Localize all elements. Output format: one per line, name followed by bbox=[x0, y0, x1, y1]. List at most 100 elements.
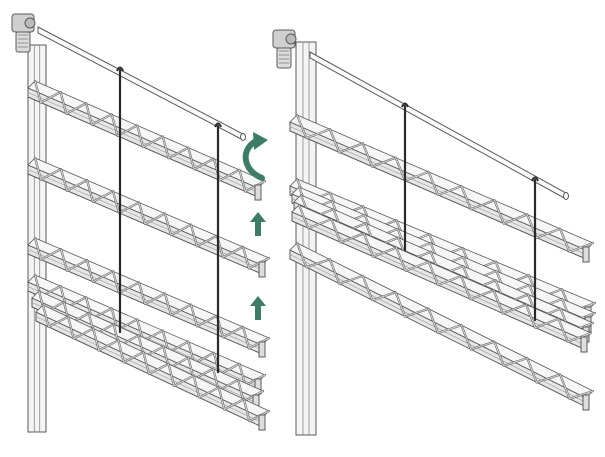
brace-highlight bbox=[91, 113, 113, 126]
chord-line bbox=[27, 92, 259, 193]
brace-highlight bbox=[437, 185, 462, 196]
brace-highlight bbox=[60, 168, 68, 192]
brace-highlight bbox=[168, 147, 189, 159]
brace-highlight bbox=[238, 363, 246, 386]
up-arrow-icon bbox=[250, 296, 266, 320]
left-assembly-expanded bbox=[11, 13, 271, 433]
brace-highlight bbox=[536, 228, 561, 239]
brace-highlight bbox=[460, 185, 472, 210]
brace-highlight bbox=[60, 91, 67, 115]
brace-highlight bbox=[372, 247, 397, 258]
truss-top-face bbox=[31, 290, 264, 399]
brace-highlight bbox=[118, 201, 140, 214]
chord-line bbox=[291, 216, 585, 345]
up-arrow-icon bbox=[250, 212, 266, 236]
brace-highlight bbox=[569, 242, 594, 253]
brace-highlight bbox=[338, 142, 364, 153]
brace-highlight bbox=[469, 289, 495, 300]
brace-highlight bbox=[117, 339, 125, 363]
brace-highlight bbox=[219, 363, 240, 375]
truss-beam bbox=[27, 236, 271, 358]
brace-highlight bbox=[112, 190, 120, 214]
brace-highlight bbox=[363, 232, 374, 258]
strap-hook bbox=[116, 66, 124, 72]
brace-highlight bbox=[238, 169, 246, 192]
chord-line bbox=[35, 316, 263, 423]
truss-end-cap bbox=[254, 184, 262, 201]
brace-highlight bbox=[569, 390, 594, 400]
arrow-shaft bbox=[255, 304, 261, 320]
brace-highlight bbox=[502, 304, 527, 314]
brace-highlight bbox=[60, 248, 68, 272]
brace-highlight bbox=[525, 304, 536, 329]
brace-highlight bbox=[111, 113, 118, 137]
brace-highlight bbox=[503, 357, 528, 367]
brace-highlight bbox=[65, 102, 87, 115]
brace-highlight bbox=[503, 214, 528, 224]
brace-highlight bbox=[536, 374, 561, 383]
brace-highlight bbox=[243, 398, 250, 422]
brace-highlight bbox=[164, 213, 172, 236]
truss-end-cap bbox=[582, 394, 590, 411]
brace-highlight bbox=[362, 142, 373, 168]
brace-highlight bbox=[34, 80, 42, 104]
brace-highlight bbox=[34, 237, 42, 261]
truss-end-cap bbox=[258, 261, 266, 278]
truss-end-cap bbox=[258, 414, 266, 431]
brace-highlight bbox=[198, 386, 220, 399]
brace-highlight bbox=[437, 324, 462, 334]
brace-highlight bbox=[123, 351, 144, 363]
brace-highlight bbox=[437, 275, 462, 286]
brace-highlight bbox=[371, 291, 397, 301]
strap-hook bbox=[401, 102, 409, 108]
brace-highlight bbox=[534, 318, 560, 329]
motor-flange bbox=[285, 33, 297, 45]
brace-highlight bbox=[144, 293, 166, 305]
brace-highlight bbox=[559, 228, 571, 253]
rotate-arrow-head bbox=[253, 132, 268, 150]
brace-highlight bbox=[329, 128, 340, 153]
brace-highlight bbox=[404, 171, 430, 182]
truss-end-cap bbox=[582, 246, 590, 263]
brace-highlight bbox=[193, 158, 215, 170]
brace-highlight bbox=[136, 124, 144, 148]
brace-highlight bbox=[170, 224, 192, 236]
support-column bbox=[295, 41, 317, 436]
brace-highlight bbox=[395, 291, 406, 318]
brace-highlight bbox=[242, 326, 250, 349]
brace-highlight bbox=[222, 326, 244, 338]
brace-highlight bbox=[40, 91, 62, 104]
truss-beam bbox=[289, 113, 595, 263]
chord-line bbox=[27, 249, 263, 350]
brace-highlight bbox=[329, 258, 340, 285]
brace-highlight bbox=[142, 136, 164, 148]
brace-highlight bbox=[48, 316, 69, 328]
brace-highlight bbox=[405, 261, 430, 272]
brace-highlight bbox=[40, 168, 62, 181]
brace-highlight bbox=[86, 179, 94, 203]
truss-beam bbox=[289, 241, 595, 411]
brace-highlight bbox=[67, 316, 75, 340]
brace-highlight bbox=[173, 375, 195, 387]
brace-highlight bbox=[170, 304, 192, 316]
brace-highlight bbox=[404, 308, 430, 318]
brace-highlight bbox=[428, 308, 439, 334]
brace-highlight bbox=[92, 190, 114, 203]
brace-highlight bbox=[305, 258, 331, 268]
brace-highlight bbox=[330, 218, 342, 243]
brace-highlight bbox=[558, 318, 569, 343]
arrow-head bbox=[250, 296, 266, 306]
truss-end-cap bbox=[258, 341, 266, 358]
brace-highlight bbox=[40, 248, 62, 261]
brace-highlight bbox=[242, 246, 250, 269]
brace-highlight bbox=[164, 293, 172, 316]
drive-shaft bbox=[37, 26, 244, 141]
brace-highlight bbox=[162, 136, 170, 159]
shaft-end bbox=[563, 192, 569, 200]
brace-highlight bbox=[144, 213, 166, 225]
brace-highlight bbox=[85, 102, 93, 126]
motor-icon bbox=[11, 13, 36, 53]
brace-highlight bbox=[296, 114, 307, 139]
truss-top-face bbox=[289, 178, 596, 311]
brace-highlight bbox=[298, 204, 309, 229]
